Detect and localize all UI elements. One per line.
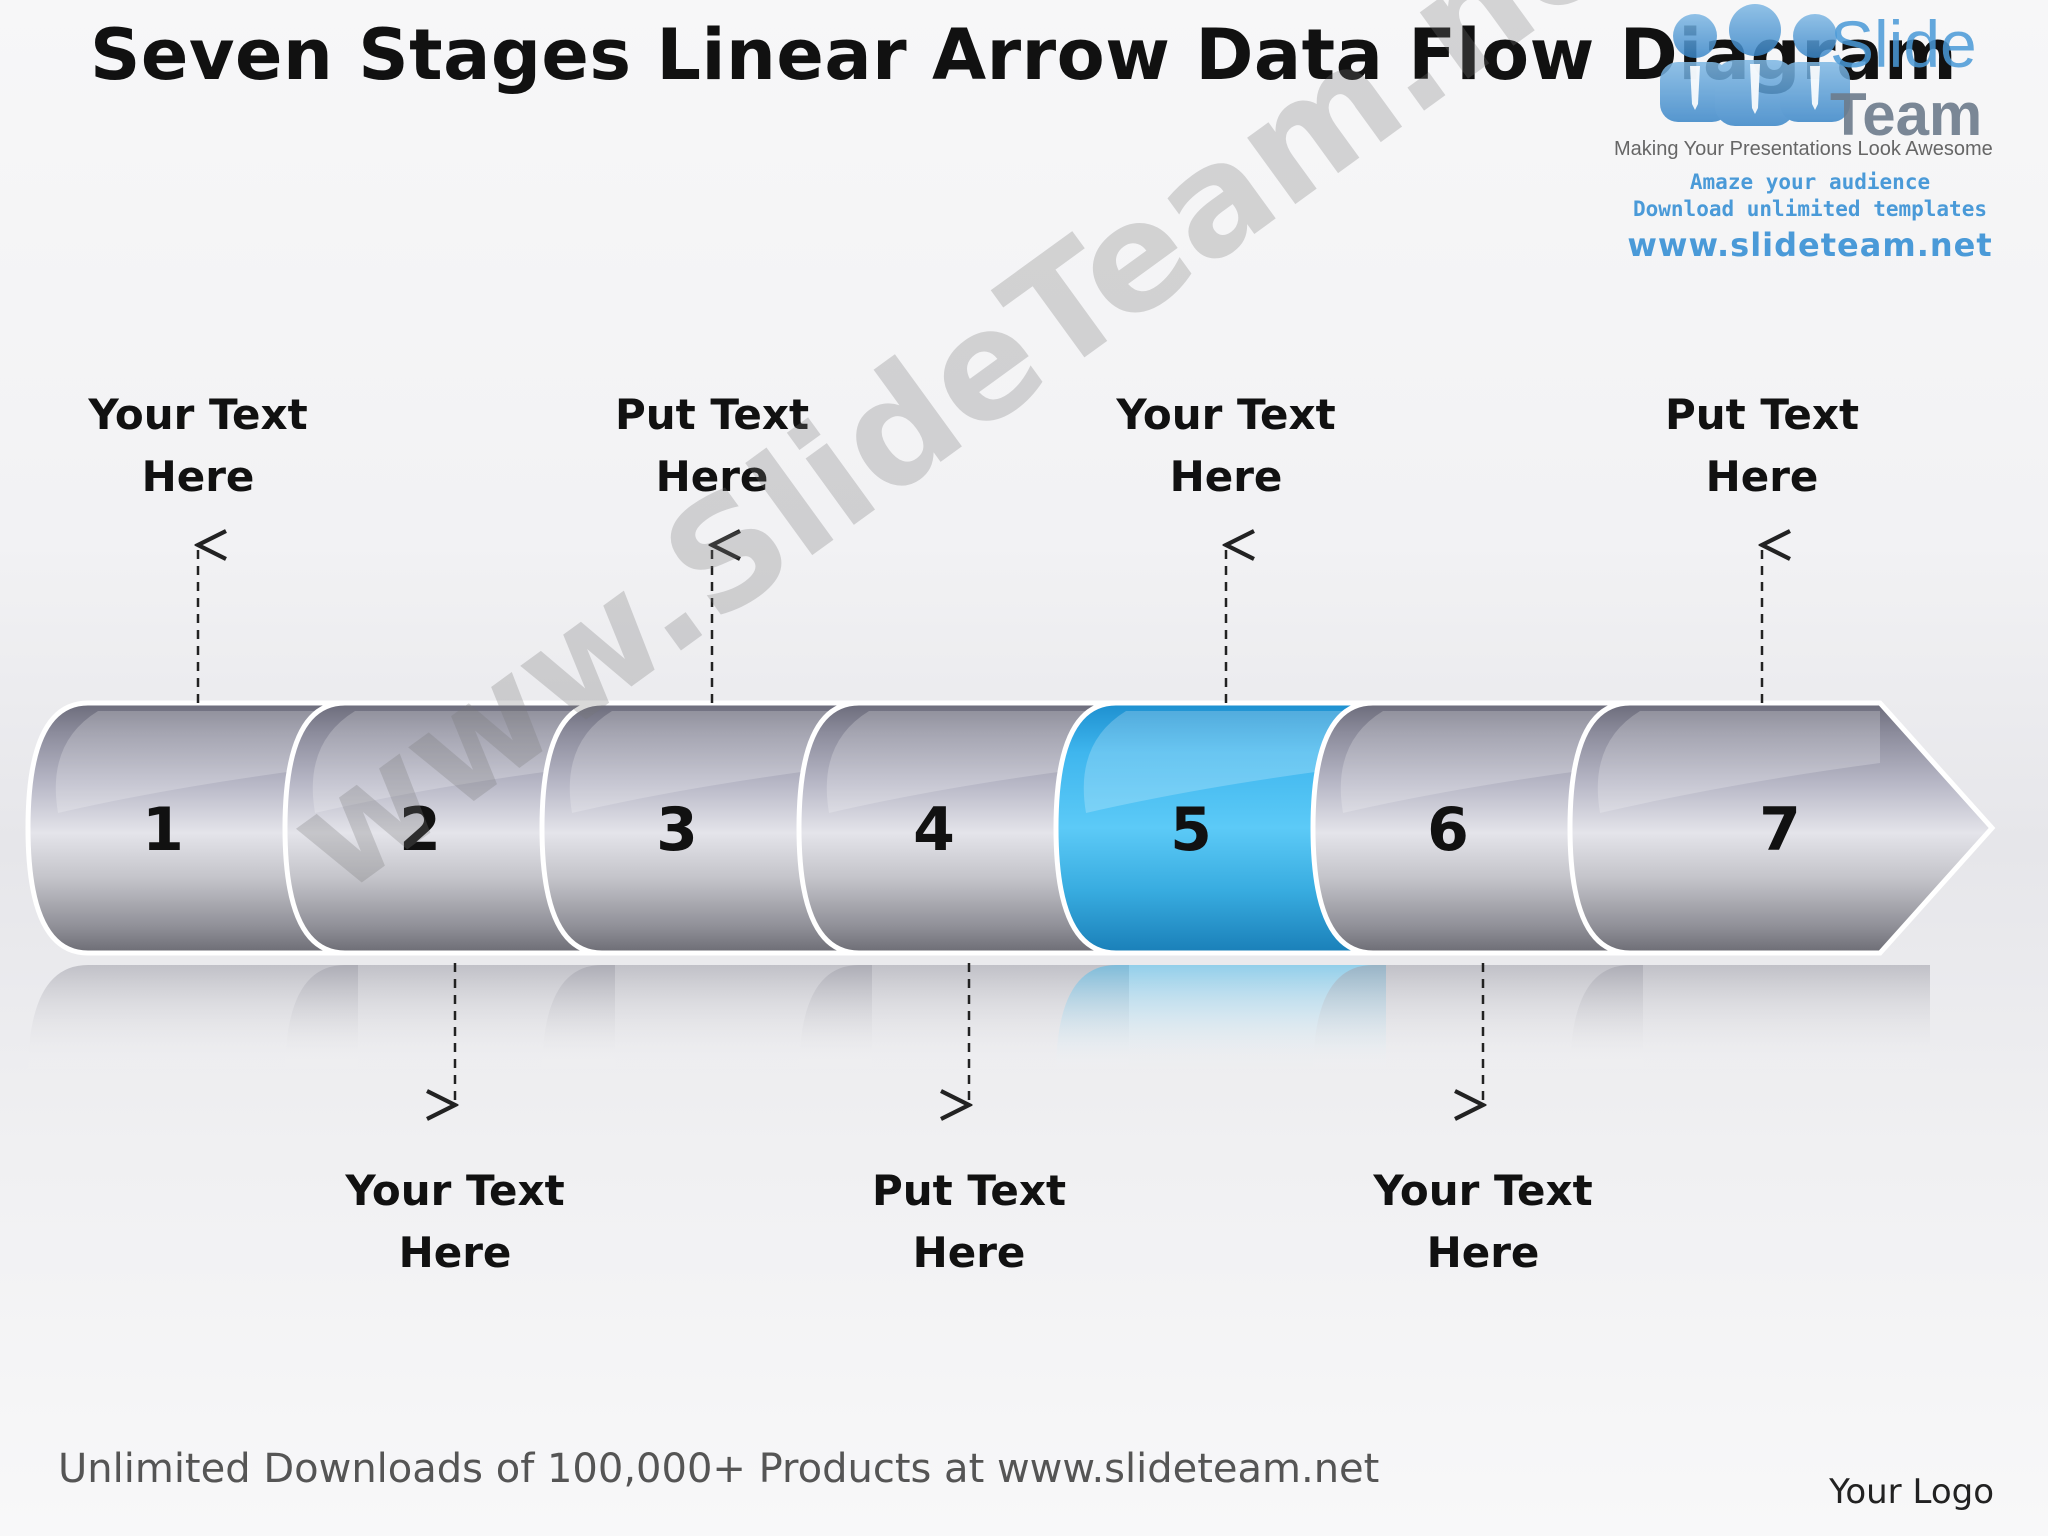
stage-2-label-line2: Here	[398, 1228, 512, 1277]
brand-name-team: Team	[1830, 81, 1983, 148]
stage-3-gloss	[569, 711, 872, 813]
stage-3-label-line1: Put Text	[614, 390, 810, 439]
stage-1-number: 1	[142, 795, 184, 865]
stage-5-label-line1: Your Text	[1116, 390, 1336, 439]
stage-3-label-line2: Here	[655, 452, 769, 501]
stage-2-number: 2	[399, 795, 441, 865]
stage-7-gloss	[1597, 711, 1880, 813]
slideteam-logo: Slide Team Making Your Presentations Loo…	[1600, 0, 2030, 270]
brand-name-slide: Slide	[1830, 7, 1977, 81]
stage-5-number: 5	[1170, 795, 1212, 865]
stage-6-label-line2: Here	[1426, 1228, 1540, 1277]
stage-7-reflection	[1570, 965, 1930, 1075]
stage-1-label-line2: Here	[141, 452, 255, 501]
logo-placeholder: Your Logo	[1829, 1472, 1994, 1512]
slide-title: Seven Stages Linear Arrow Data Flow Diag…	[90, 14, 1958, 96]
stage-2-reflection	[285, 965, 615, 1075]
stage-4-label-line1: Put Text	[871, 1166, 1067, 1215]
brand-promo-line1: Amaze your audience	[1689, 170, 1931, 194]
stage-2-gloss	[312, 711, 615, 813]
stage-4-segment	[796, 700, 1132, 956]
stage-1-segment	[25, 700, 361, 956]
stage-6-segment	[1310, 700, 1646, 956]
stage-1-gloss	[55, 711, 358, 813]
stage-4-reflection	[799, 965, 1129, 1075]
stage-5-reflection	[1056, 965, 1386, 1075]
stage-6-gloss	[1340, 711, 1643, 813]
stage-2-segment	[282, 700, 618, 956]
stage-4-gloss	[826, 711, 1129, 813]
stage-1-label-line1: Your Text	[88, 390, 308, 439]
stage-4-label-line2: Here	[912, 1228, 1026, 1277]
stage-5-label-line2: Here	[1169, 452, 1283, 501]
stage-6-number: 6	[1427, 795, 1469, 865]
stage-7-segment	[1567, 700, 1996, 956]
people-icon	[1660, 4, 1850, 126]
stage-1-reflection	[28, 965, 358, 1075]
stage-3-reflection	[542, 965, 872, 1075]
stage-6-label-line1: Your Text	[1373, 1166, 1593, 1215]
stage-5-segment	[1053, 700, 1389, 956]
stage-7-label-line1: Put Text	[1664, 390, 1860, 439]
stage-3-number: 3	[656, 795, 698, 865]
footer-text: Unlimited Downloads of 100,000+ Products…	[58, 1446, 1380, 1492]
brand-tagline: Making Your Presentations Look Awesome	[1614, 138, 1993, 160]
stage-2-label-line1: Your Text	[345, 1166, 565, 1215]
stage-5-gloss	[1083, 711, 1386, 813]
stage-4-number: 4	[913, 795, 955, 865]
stage-7-number: 7	[1759, 795, 1801, 865]
stage-3-segment	[539, 700, 875, 956]
brand-url: www.slideteam.net	[1627, 226, 1993, 264]
brand-promo-line2: Download unlimited templates	[1632, 197, 1987, 221]
stage-6-reflection	[1313, 965, 1643, 1075]
stage-7-label-line2: Here	[1705, 452, 1819, 501]
